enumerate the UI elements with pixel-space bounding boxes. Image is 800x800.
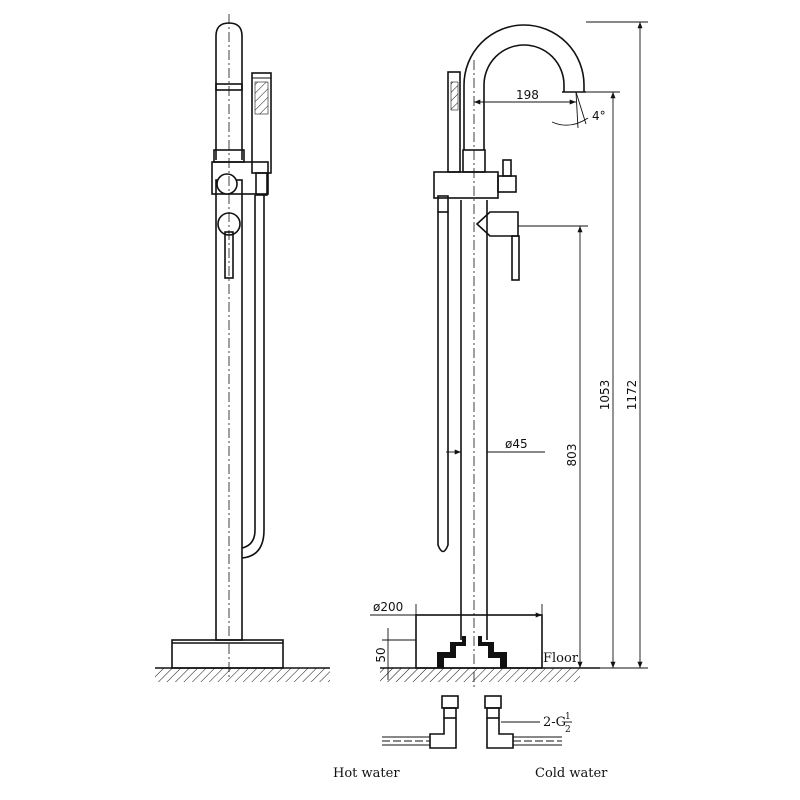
shower-spray-face — [254, 81, 269, 115]
diverter-knob-front — [497, 175, 517, 193]
dim-1172-text: 1172 — [625, 380, 639, 411]
front-view: 198 4° 1172 1053 803 ø45 ø200 50 Floor — [370, 21, 648, 690]
connection-fraction-num: 1 — [565, 712, 571, 722]
hose-front — [437, 212, 449, 553]
mixer-lever-front — [511, 235, 520, 281]
hose-side-outer — [241, 195, 256, 549]
side-view — [155, 14, 330, 682]
hand-shower-front — [447, 71, 461, 173]
hot-thread — [443, 707, 457, 719]
connection-fraction-den: 2 — [565, 725, 571, 735]
angle-dim-text: 4° — [592, 109, 606, 123]
floor-label: Floor — [543, 651, 579, 666]
diverter-knob-side — [216, 173, 238, 195]
cold-fitting-base — [478, 636, 507, 668]
hot-fitting-base — [437, 636, 466, 668]
angle-arc — [551, 117, 589, 126]
valve-body-front — [433, 171, 499, 199]
shower-face-front — [450, 81, 459, 111]
hose-side-inner — [241, 195, 265, 559]
angle-line-a — [575, 91, 579, 129]
d50-text: 50 — [374, 647, 388, 662]
connection-detail: Hot water Cold water 2-G 1 2 — [333, 695, 608, 781]
hose-connector-front — [437, 195, 449, 213]
mixer-body-front — [475, 211, 519, 237]
reach-dim-text: 198 — [516, 88, 539, 102]
floor-hatch-right — [380, 668, 580, 682]
dim-803-text: 803 — [565, 444, 579, 467]
cold-thread — [486, 707, 500, 719]
hot-nut — [441, 695, 459, 709]
d45-text: ø45 — [505, 437, 528, 451]
spout-inner — [483, 44, 565, 150]
cold-nut — [484, 695, 502, 709]
cold-elbow — [486, 718, 514, 749]
dim-1053-text: 1053 — [598, 380, 612, 411]
shower-handle-end — [255, 172, 268, 196]
connection-label: 2-G — [543, 715, 566, 730]
valve-body-side — [211, 161, 269, 195]
floor-hatch-left — [155, 668, 330, 682]
hot-water-label: Hot water — [333, 766, 400, 781]
spout-outer — [463, 24, 585, 150]
base-plate-side — [171, 639, 284, 669]
d200-text: ø200 — [373, 600, 403, 614]
cold-water-label: Cold water — [535, 766, 608, 781]
angle-line-b — [575, 91, 587, 125]
diverter-stem — [502, 159, 512, 177]
hot-elbow — [429, 718, 457, 749]
